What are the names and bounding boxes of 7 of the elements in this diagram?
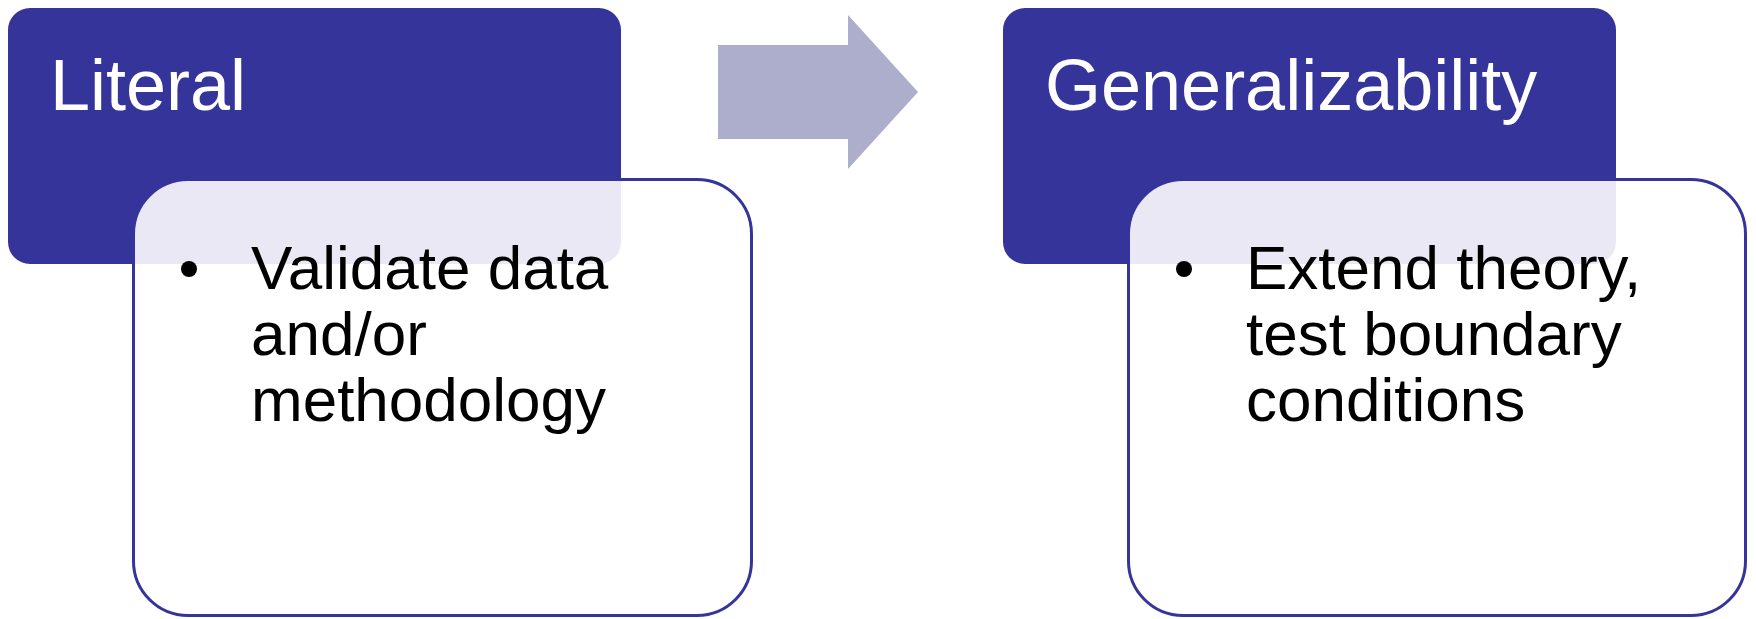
content-box — [132, 178, 753, 617]
content-box — [1127, 178, 1747, 617]
header-title: Literal — [50, 46, 247, 126]
bullet-text: Extend theory, test boundary conditions — [1246, 235, 1643, 433]
bullet-text: Validate data and/or methodology — [251, 235, 610, 433]
block-arrow — [718, 15, 918, 169]
header-title: Generalizability — [1045, 46, 1538, 126]
